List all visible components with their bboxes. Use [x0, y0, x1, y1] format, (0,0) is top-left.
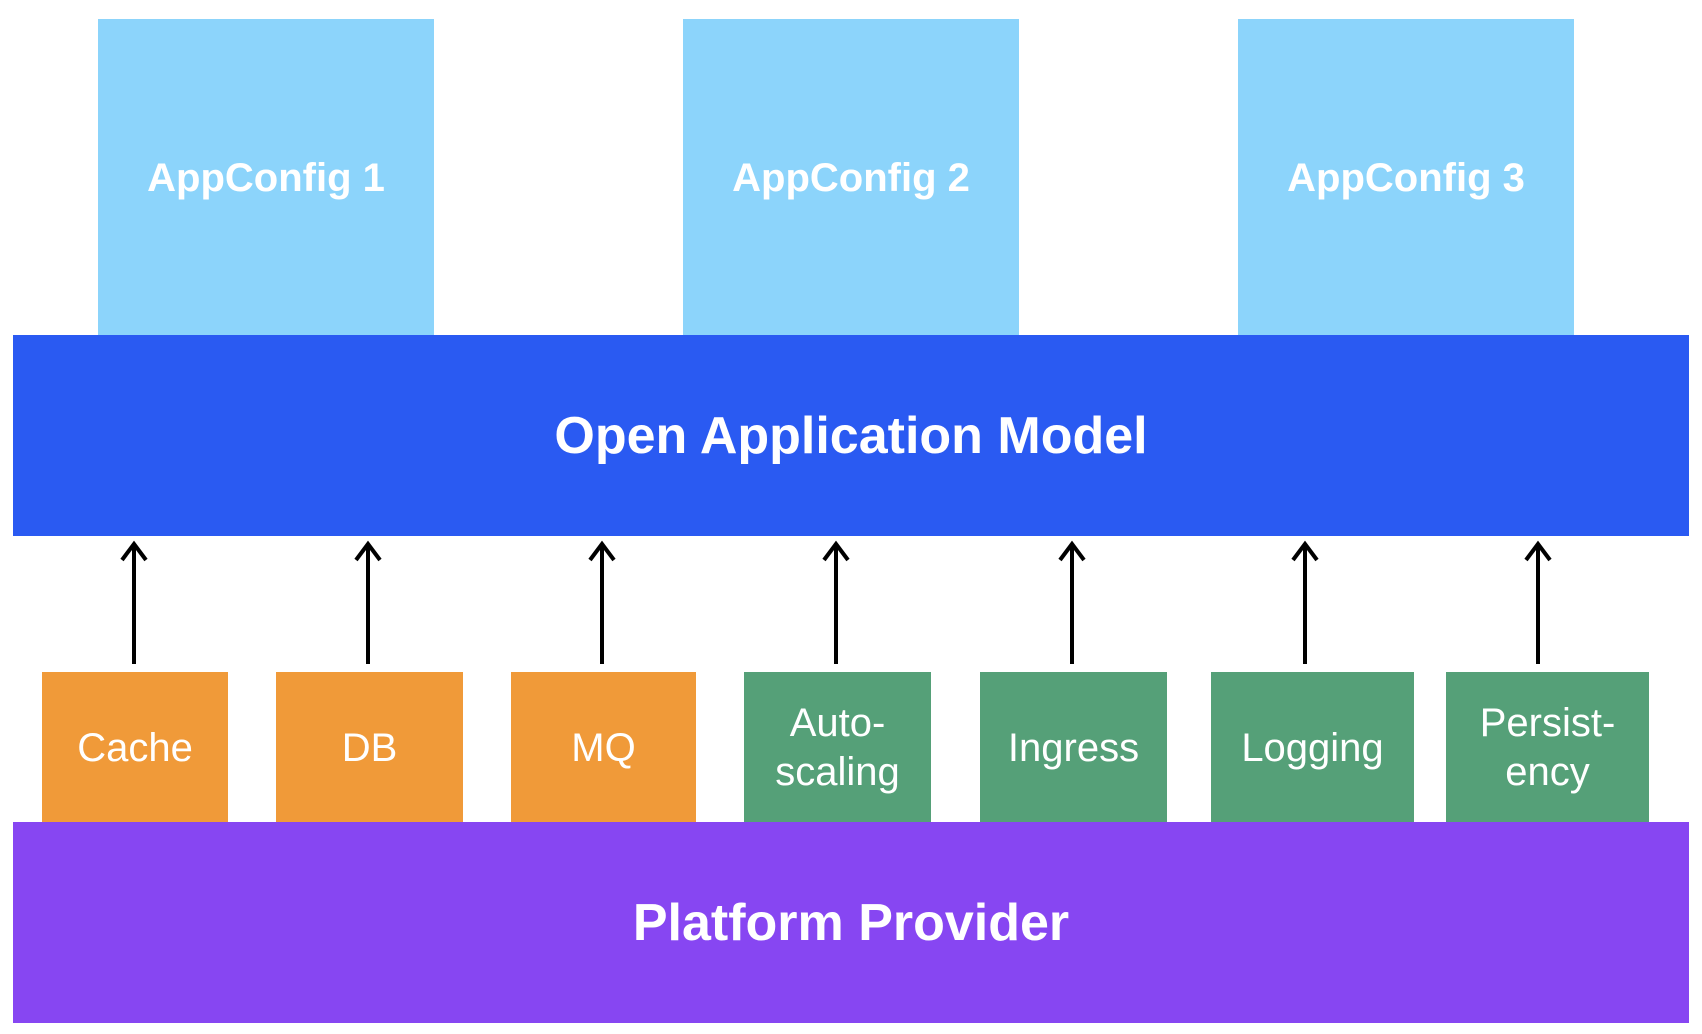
arrow-up-ingress: [1058, 540, 1086, 664]
open-application-model-layer: Open Application Model: [13, 335, 1689, 536]
platform-provider-layer: Platform Provider: [13, 822, 1689, 1023]
app-config-3-label: AppConfig 3: [1287, 155, 1525, 200]
component-cache: Cache: [42, 672, 228, 824]
app-config-2-label: AppConfig 2: [732, 155, 970, 200]
platform-provider-label: Platform Provider: [632, 893, 1070, 952]
component-autoscaling: Auto- scaling: [744, 672, 931, 824]
component-cache-label: Cache: [77, 725, 193, 770]
component-db: DB: [276, 672, 463, 824]
arrow-up-autoscaling: [822, 540, 850, 664]
component-persistency: Persist- ency: [1446, 672, 1649, 824]
component-db-label: DB: [341, 725, 398, 770]
arrow-up-cache: [120, 540, 148, 664]
open-application-model-label: Open Application Model: [554, 406, 1148, 465]
arrow-up-persistency: [1524, 540, 1552, 664]
app-config-1-label: AppConfig 1: [147, 155, 385, 200]
arrow-up-db: [354, 540, 382, 664]
component-ingress: Ingress: [980, 672, 1167, 824]
component-ingress-label: Ingress: [1007, 725, 1140, 770]
arrow-up-mq: [588, 540, 616, 664]
component-mq-label: MQ: [571, 725, 636, 770]
component-logging: Logging: [1211, 672, 1414, 824]
component-autoscaling-label: Auto- scaling: [775, 701, 900, 794]
component-logging-label: Logging: [1241, 725, 1384, 770]
app-config-2: AppConfig 2: [683, 19, 1019, 337]
arrow-up-logging: [1291, 540, 1319, 664]
app-config-3: AppConfig 3: [1238, 19, 1574, 337]
app-config-1: AppConfig 1: [98, 19, 434, 337]
component-persistency-label: Persist- ency: [1479, 701, 1616, 794]
component-mq: MQ: [511, 672, 696, 824]
